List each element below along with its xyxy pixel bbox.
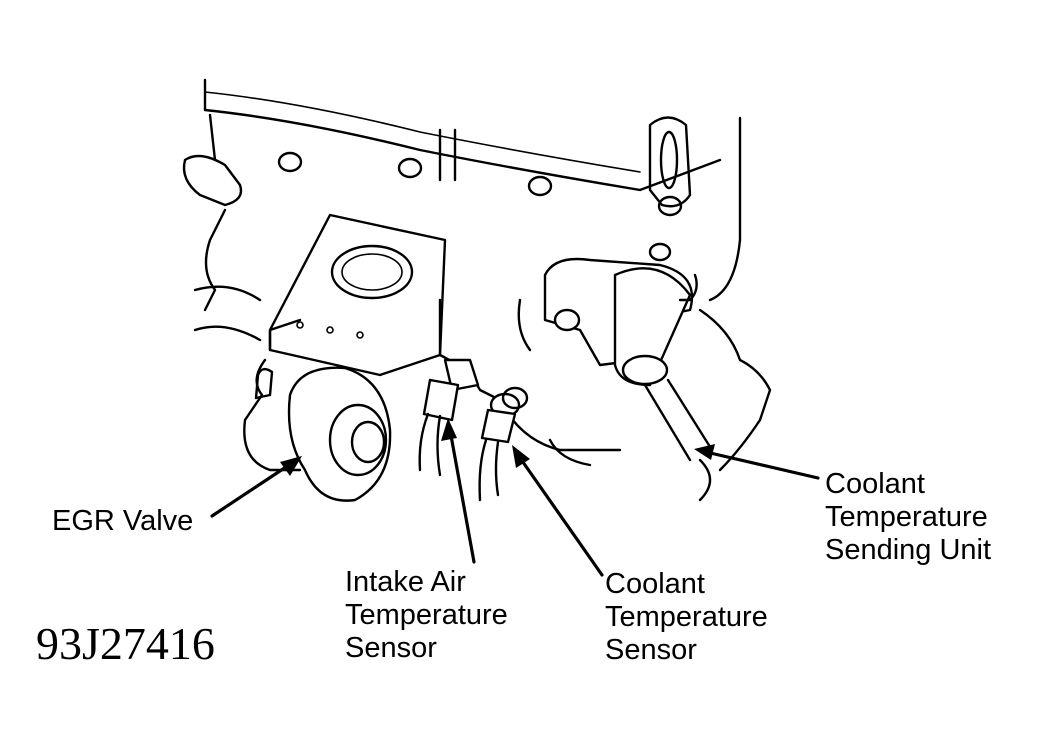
coolant-temperature-sending-unit-label-line-1: Coolant — [825, 468, 925, 500]
arrow-egr-valve — [210, 456, 302, 518]
arrow-intake-air-temperature-sensor — [441, 418, 476, 564]
coolant-temperature-sending-unit-label: Coolant Temperature Sending Unit — [825, 468, 991, 567]
arrow-coolant-temperature-sensor — [512, 445, 604, 577]
intake-air-temperature-sensor-label: Intake Air Temperature Sensor — [345, 566, 508, 665]
figure-id: 93J27416 — [36, 618, 215, 669]
engine-drawing — [182, 78, 772, 502]
intake-air-temperature-sensor-label-line-3: Sensor — [345, 632, 437, 664]
egr-valve-label: EGR Valve — [52, 505, 193, 538]
arrow-coolant-temperature-sending-unit — [694, 444, 820, 480]
egr-valve-label-line: EGR Valve — [52, 505, 194, 537]
intake-air-temperature-sensor-label-line-1: Intake Air — [345, 566, 466, 598]
intake-air-temperature-sensor-label-line-2: Temperature — [345, 599, 508, 631]
coolant-temperature-sensor-label-line-1: Coolant — [605, 568, 705, 600]
coolant-temperature-sending-unit-label-line-3: Sending Unit — [825, 534, 992, 566]
coolant-temperature-sensor-label: Coolant Temperature Sensor — [605, 568, 768, 667]
coolant-temperature-sensor-label-line-2: Temperature — [605, 601, 768, 633]
coolant-temperature-sending-unit-label-line-2: Temperature — [825, 501, 988, 533]
coolant-temperature-sensor-label-line-3: Sensor — [605, 634, 697, 666]
